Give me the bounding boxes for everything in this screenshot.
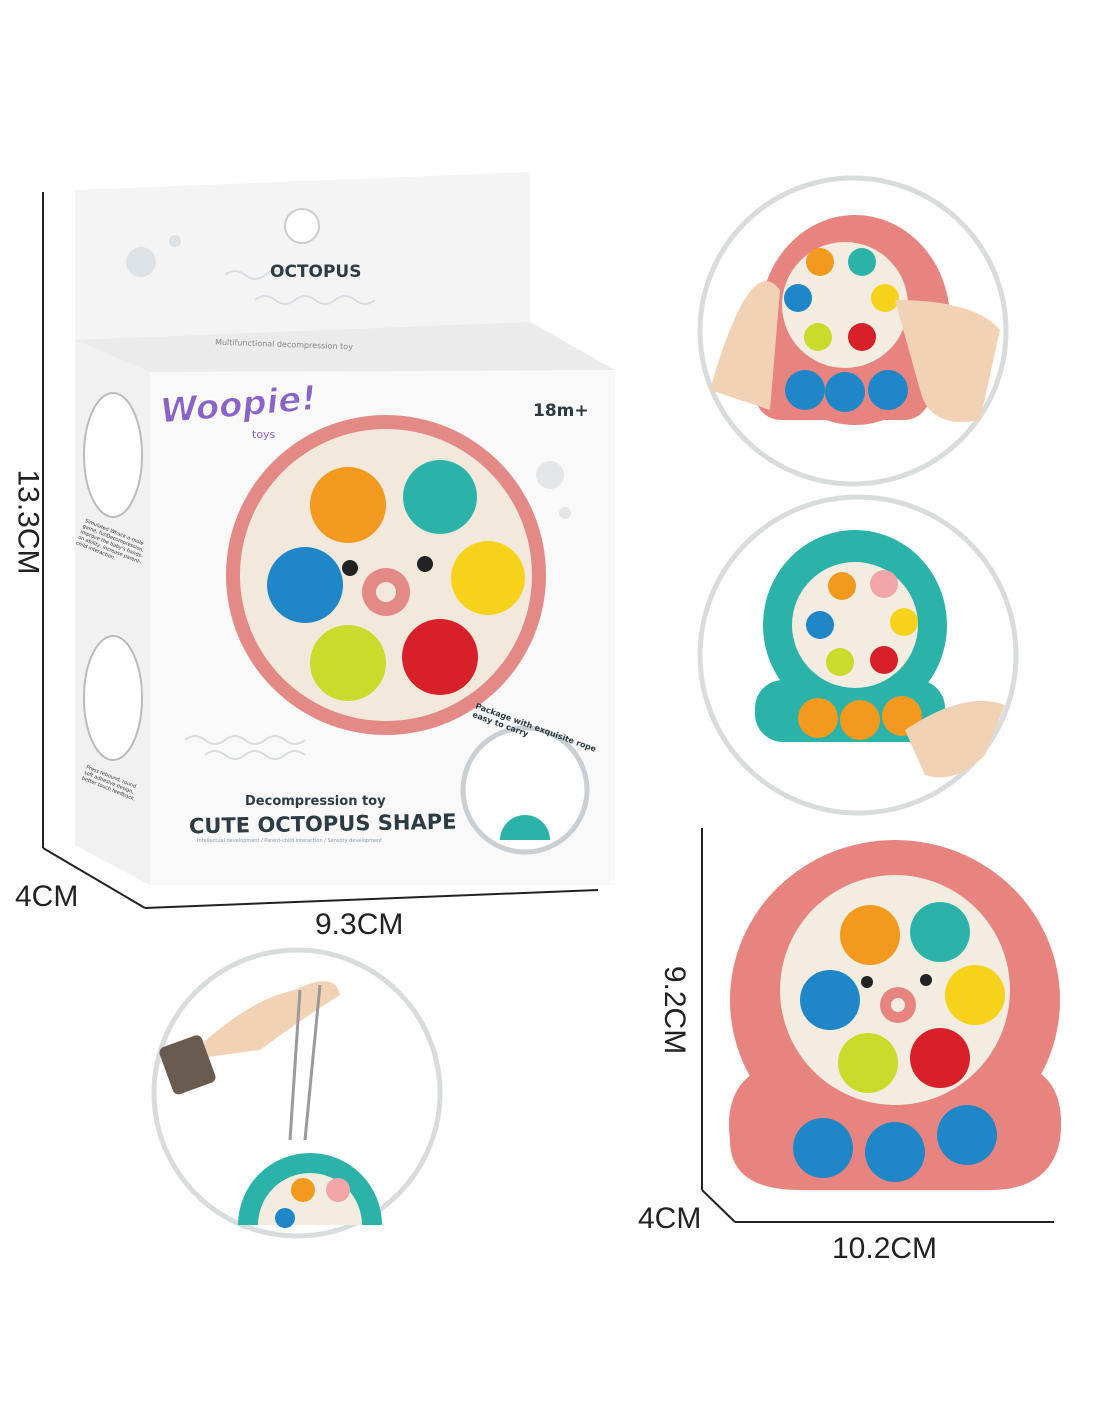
- toy-depth-label: 4CM: [638, 1202, 702, 1235]
- toy-height-label: 9.2CM: [658, 965, 692, 1055]
- hand-icon: [185, 981, 340, 1060]
- box-depth-line: [42, 847, 146, 909]
- box-width-line: [144, 889, 599, 909]
- box-title: CUTE OCTOPUS SHAPE: [188, 809, 457, 839]
- toy-width-label: 10.2CM: [832, 1232, 938, 1265]
- blue-button: [267, 547, 343, 623]
- orange-button: [310, 467, 386, 543]
- box-width-label: 9.3CM: [315, 908, 404, 941]
- age-label: 18m+: [533, 401, 589, 421]
- red-button: [402, 619, 478, 695]
- hang-hole-icon: [284, 208, 320, 244]
- detail-circle-rope: [151, 947, 443, 1239]
- hand-icon: [710, 281, 780, 410]
- yellow-button: [451, 541, 525, 615]
- box-depth-label: 4CM: [15, 880, 79, 913]
- teal-button: [403, 460, 477, 534]
- watch-icon: [159, 1035, 216, 1095]
- box-tagline: Intellectual development / Parent-child …: [197, 838, 383, 844]
- box-height-label: 13.3CM: [11, 469, 45, 575]
- hand-icon: [895, 300, 1000, 422]
- box-subtitle: Decompression toy: [245, 794, 386, 809]
- box-top-flap: [75, 172, 530, 345]
- rope: [288, 984, 322, 1141]
- box-top-label: OCTOPUS: [270, 262, 362, 282]
- carry-badge: [460, 725, 590, 855]
- hand-icon: [905, 700, 1005, 778]
- lime-button: [310, 625, 386, 701]
- brand-sub: toys: [252, 428, 276, 441]
